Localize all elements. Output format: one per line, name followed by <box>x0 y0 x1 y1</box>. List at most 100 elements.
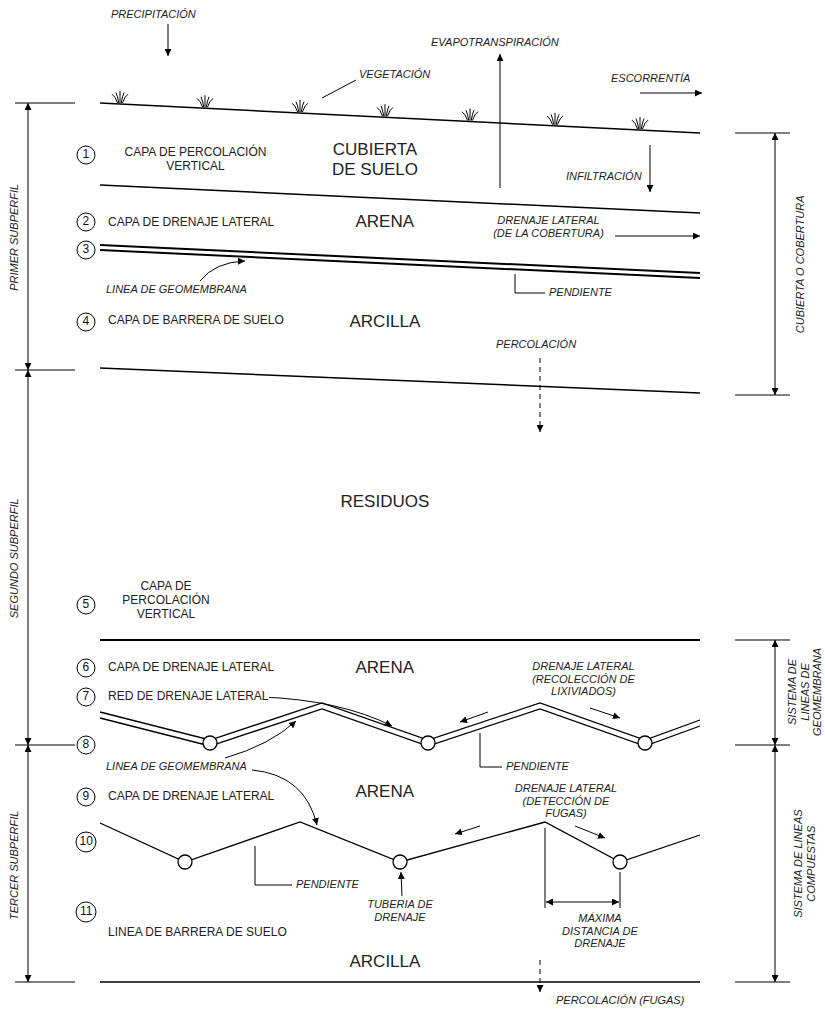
grass-blade <box>642 120 648 129</box>
flow-arrow <box>540 960 541 992</box>
vegetation-tuft <box>112 91 648 129</box>
part-label: LINEA DE GEOMEMBRANA <box>105 760 248 773</box>
bracket <box>735 133 790 982</box>
callout-number: 6 <box>82 661 91 675</box>
grass-blade <box>120 91 121 103</box>
part-label: TUBERIA DE DRENAJE <box>359 898 441 923</box>
layer-lines <box>100 103 700 133</box>
drain-pipe <box>178 855 192 869</box>
flow-arrow <box>615 236 700 237</box>
bracket <box>28 745 29 982</box>
profile-label: TERCER SUBPERFIL <box>8 809 21 920</box>
grass-blade <box>387 107 393 116</box>
grass-blade <box>470 109 471 121</box>
grass-blade <box>296 102 299 112</box>
layer-name: CAPA DE PERCOLACIÓN VERTICAL <box>115 580 217 621</box>
process-label: PERCOLACIÓN (FUGAS) <box>555 994 685 1007</box>
grass-blade <box>472 112 478 121</box>
dimension-line <box>545 828 620 908</box>
callout-circle <box>76 146 96 922</box>
drain-pipe <box>203 736 217 750</box>
layer-lines <box>100 639 700 641</box>
callout-number: 2 <box>82 215 91 229</box>
section-label: CUBIERTA O COBERTURA <box>794 194 807 334</box>
material-label: ARENA <box>355 658 416 678</box>
leader-line <box>480 733 502 767</box>
layer-lines <box>100 245 700 273</box>
callout-number: 1 <box>82 148 91 162</box>
bracket <box>15 103 75 982</box>
layer-lines <box>100 981 700 983</box>
leader-line <box>200 80 545 896</box>
leader-line <box>401 872 402 896</box>
material-label: ARCILLA <box>349 952 422 972</box>
callout-number: 4 <box>82 315 91 329</box>
flow-arrow <box>540 358 541 432</box>
process-label: PRECIPITACIÓN <box>110 8 197 21</box>
bracket <box>15 103 790 982</box>
callout-number: 7 <box>82 690 91 704</box>
drain-pipe <box>421 736 435 750</box>
process-label: ESCORRENTÍA <box>610 72 691 85</box>
callout-circle <box>77 146 95 164</box>
bracket <box>28 103 29 370</box>
callout-number: 10 <box>79 835 94 849</box>
grass-blade <box>551 114 554 124</box>
grass-blade <box>557 116 563 125</box>
grass-blade <box>205 95 206 107</box>
layer-lines <box>100 103 700 982</box>
slope-label: PENDIENTE <box>295 878 360 891</box>
profile-label: PRIMER SUBPERFIL <box>8 182 21 291</box>
grass-blade <box>381 106 384 116</box>
layer-name: CAPA DE PERCOLACIÓN VERTICAL <box>112 146 279 174</box>
process-label: DRENAJE LATERAL (DE LA COBERTURA) <box>490 214 607 239</box>
flow-arrow <box>650 145 651 192</box>
profile-label: SEGUNDO SUBPERFIL <box>8 497 21 619</box>
layer-name: CAPA DE BARRERA DE SUELO <box>107 314 285 328</box>
callout-circle <box>77 241 95 259</box>
section-label: SISTEMA DE LINEAS DE GEOMEMBRANA <box>786 641 824 743</box>
layer-name: RED DE DRENAJE LATERAL <box>107 690 269 704</box>
leader-line <box>515 274 545 293</box>
drain-pipe <box>393 855 407 869</box>
callout-circle <box>76 902 96 922</box>
layer-name: LINEA DE BARRERA DE SUELO <box>107 926 288 940</box>
flow-arrow <box>460 712 488 722</box>
process-label: INFILTRACIÓN <box>565 170 643 183</box>
section-label: SISTEMA DE LINEAS COMPUESTAS <box>792 807 817 919</box>
bracket <box>775 640 776 745</box>
layer-lines <box>100 709 700 746</box>
callout-circle <box>77 788 95 806</box>
material-label: ARENA <box>355 782 416 802</box>
dimension-line <box>545 828 620 908</box>
bracket <box>775 133 776 395</box>
grass-blade <box>300 100 301 112</box>
process-label: DRENAJE LATERAL (RECOLECCIÓN DE LIXIVIAD… <box>500 660 667 698</box>
leader-line <box>262 697 392 726</box>
flow-arrow <box>640 93 702 94</box>
bracket <box>775 745 776 982</box>
slope-label: PENDIENTE <box>548 286 613 299</box>
leader-line <box>200 261 245 281</box>
callout-circle <box>77 313 95 331</box>
layer-lines <box>100 250 700 278</box>
flow-arrow <box>168 24 169 56</box>
layer-lines <box>100 185 700 213</box>
flow-arrow <box>500 54 501 188</box>
drain-pipe <box>613 855 627 869</box>
callout-number: 9 <box>82 790 91 804</box>
layer-lines <box>100 368 700 393</box>
grass-blade <box>116 93 119 103</box>
callout-circle <box>77 659 95 677</box>
process-label: EVAPOTRANSPIRACIÓN <box>430 36 560 49</box>
grass-blade <box>302 103 308 112</box>
callout-number: 8 <box>82 738 91 752</box>
grass-blade <box>640 117 641 129</box>
callout-circle <box>76 832 96 852</box>
leader-line <box>322 80 356 98</box>
grass-blade <box>201 97 204 107</box>
dimension-label: MÁXIMA DISTANCIA DE DRENAJE <box>552 912 649 950</box>
grass-blade <box>636 119 639 129</box>
leader-line <box>255 846 292 885</box>
